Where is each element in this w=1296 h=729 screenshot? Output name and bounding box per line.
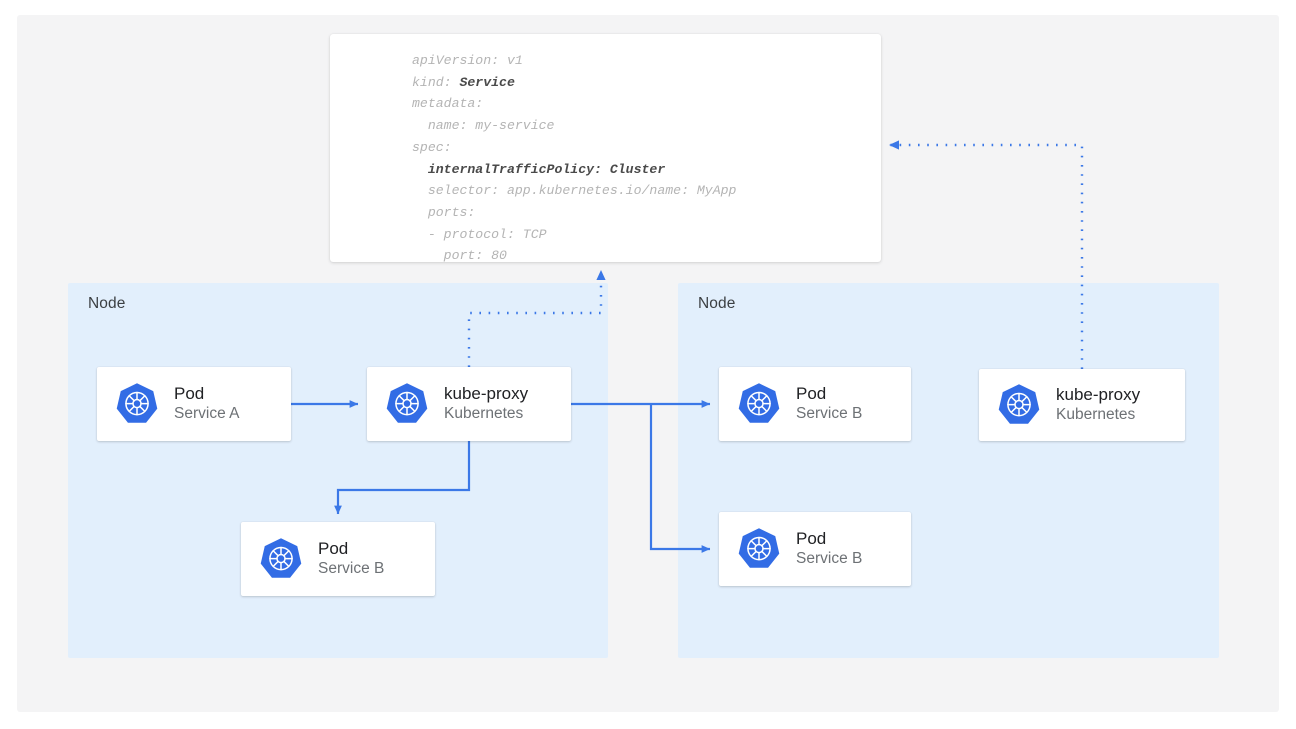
card-text: Pod Service B [796,529,862,570]
node-label-left: Node [88,295,126,312]
node-container-left: Node [68,283,608,658]
card-pod-service-a[interactable]: Pod Service A [97,367,291,441]
card-text: kube-proxy Kubernetes [444,384,528,425]
manifest-line-emphasis: internalTrafficPolicy: Cluster [427,161,666,177]
manifest-line: kind: Service [412,74,515,90]
card-subtitle: Service B [796,405,863,423]
card-text: Pod Service A [174,384,239,425]
card-title: Pod [796,528,827,548]
card-title: kube-proxy [444,383,529,403]
card-text: Pod Service B [796,384,862,425]
card-title: Pod [174,383,205,403]
card-text: Pod Service B [318,539,384,580]
kubernetes-icon [260,538,302,578]
kubernetes-icon [116,383,158,423]
card-pod-service-b-remote-top[interactable]: Pod Service B [719,367,911,441]
card-subtitle: Kubernetes [1056,406,1136,424]
node-container-right: Node [678,283,1219,658]
manifest-line: - protocol: TCP [412,226,547,242]
manifest-line: metadata: [412,96,484,112]
card-kube-proxy-right[interactable]: kube-proxy Kubernetes [979,369,1185,441]
manifest-line: port: 80 [412,248,507,262]
card-pod-service-b-remote-bottom[interactable]: Pod Service B [719,512,911,586]
card-title: kube-proxy [1056,384,1141,404]
card-pod-service-b-local[interactable]: Pod Service B [241,522,435,596]
card-kube-proxy-left[interactable]: kube-proxy Kubernetes [367,367,571,441]
card-text: kube-proxy Kubernetes [1056,385,1140,426]
kubernetes-icon [998,384,1040,424]
manifest-line: name: my-service [412,118,555,134]
manifest-line: spec: [412,139,452,155]
manifest-line: apiVersion: v1 [412,53,523,68]
card-subtitle: Service A [174,405,240,423]
card-title: Pod [796,383,827,403]
card-subtitle: Service B [796,550,863,568]
manifest-line: ports: [412,204,476,220]
card-title: Pod [318,538,349,558]
card-subtitle: Service B [318,560,385,578]
card-subtitle: Kubernetes [444,405,524,423]
manifest-line: selector: app.kubernetes.io/name: MyApp [412,183,737,199]
manifest-line-emphasis: Service [459,74,515,90]
kubernetes-icon [738,383,780,423]
service-manifest-card: apiVersion: v1 kind: Service metadata: nam… [330,34,881,262]
service-manifest-text: apiVersion: v1 kind: Service metadata: nam… [412,50,736,262]
kubernetes-icon [738,528,780,568]
kubernetes-icon [386,383,428,423]
node-label-right: Node [698,295,736,312]
manifest-line: internalTrafficPolicy: Cluster [412,159,736,181]
